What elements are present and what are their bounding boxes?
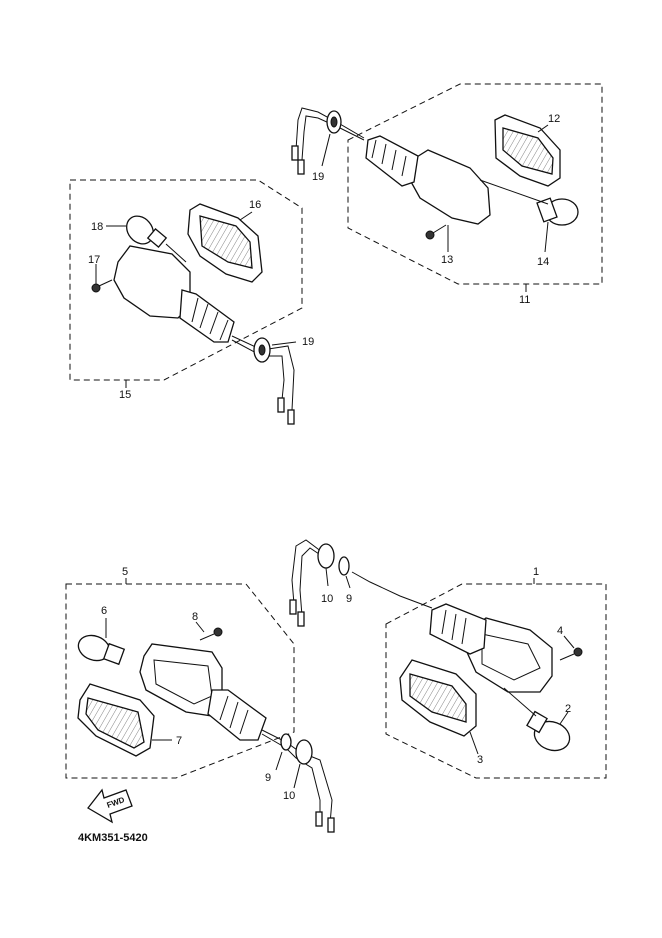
washer-9-bottom [280,733,292,751]
assembly-15-boundary [69,179,303,381]
callout-12: 12 [548,113,560,125]
callout-2: 2 [565,703,571,715]
callout-17: 17 [88,254,100,266]
bulb-18 [126,215,168,249]
housing-15 [113,245,191,319]
callout-9-bottom: 9 [265,772,271,784]
assembly-5 [65,578,295,779]
bulb-14 [536,197,579,226]
callout-16: 16 [249,199,261,211]
callout-18: 18 [91,221,103,233]
screw-13 [425,224,447,240]
callout-9-top: 9 [346,593,352,605]
diagram-code: 4KM351-5420 [78,832,148,844]
assembly-11-boundary [347,83,603,285]
assembly-15 [69,179,303,388]
callout-1: 1 [533,566,539,578]
grommet-10-bottom [295,739,313,765]
assembly-1-boundary [385,583,607,779]
bulb-6 [77,634,126,666]
callout-5: 5 [122,566,128,578]
callout-14: 14 [537,256,549,268]
callout-19-mid: 19 [302,336,314,348]
wiring-19-mid [231,335,297,425]
assembly-5-boundary [65,583,295,779]
housing-11 [409,149,491,225]
callout-10-bottom: 10 [283,790,295,802]
callout-15: 15 [119,389,131,401]
screw-17 [91,279,113,293]
boot-15 [179,289,235,343]
boot-5 [207,689,267,741]
screw-4 [559,647,583,661]
bulb-2 [526,710,571,752]
boot-11 [365,135,419,187]
forward-arrow-icon: FWD [87,788,133,824]
callout-3: 3 [477,754,483,766]
assembly-11 [347,83,603,292]
callout-10-top: 10 [321,593,333,605]
wiring-19-top [291,107,365,175]
callout-7: 7 [176,735,182,747]
boot-1 [429,603,487,655]
callout-8: 8 [192,611,198,623]
assembly-1 [385,578,607,779]
wiring-9-10-bottom [261,729,335,833]
wiring-9-10-top [289,539,433,627]
housing-1 [465,617,553,693]
callout-13: 13 [441,254,453,266]
grommet-10-top [317,543,335,569]
callout-19-top: 19 [312,171,324,183]
callout-6: 6 [101,605,107,617]
callout-11: 11 [519,294,530,306]
washer-9-top [338,556,350,576]
callout-4: 4 [557,625,563,637]
screw-8 [199,627,223,641]
